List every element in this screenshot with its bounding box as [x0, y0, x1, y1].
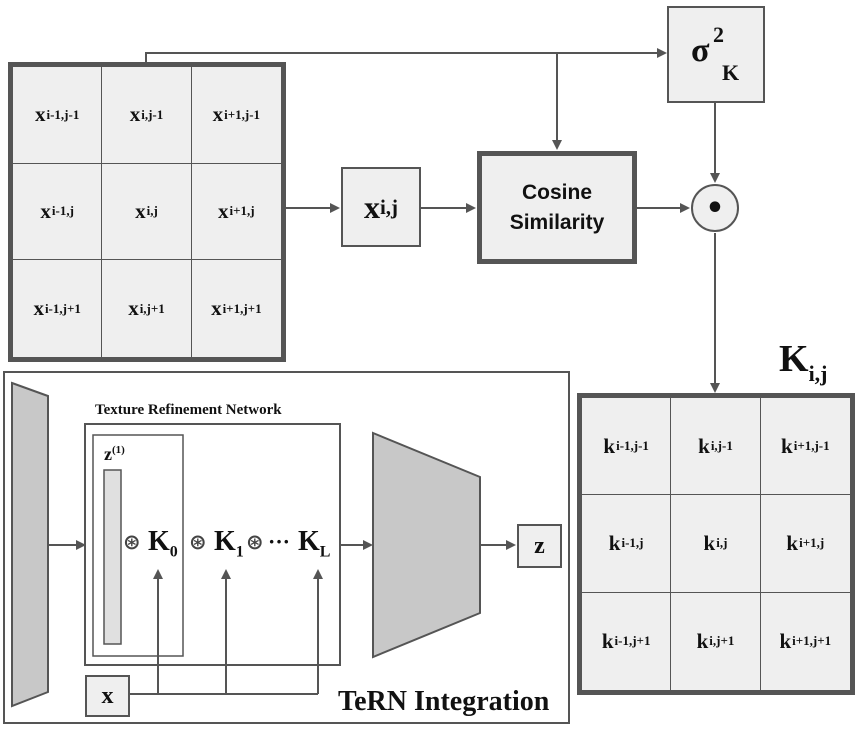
cosine-label-line2: Similarity — [509, 210, 605, 234]
elementwise-product-node — [691, 184, 739, 232]
sigma-subscript: K — [722, 60, 740, 85]
kernel-k0: K0 — [148, 526, 178, 561]
kernel-k1: K1 — [214, 526, 244, 561]
tern-output-z-box: z — [517, 524, 562, 568]
encoder-trapezoid — [11, 381, 49, 708]
conv-operator-1: ⊛ — [123, 530, 141, 554]
z1-feature-bar — [103, 469, 122, 645]
tern-input-x-box: x — [85, 675, 130, 717]
conv-operator-2: ⊛ — [189, 530, 207, 554]
sigma-symbol: σ — [691, 32, 710, 69]
dot-symbol: • — [705, 190, 725, 226]
ellipsis: ··· — [268, 529, 291, 554]
sigma-box: σ 2 K — [667, 6, 765, 103]
conv-operator-3: ⊛ — [246, 530, 264, 554]
decoder-trapezoid — [372, 431, 481, 659]
sigma-superscript: 2 — [713, 22, 724, 47]
z1-label: z(1) — [104, 444, 125, 464]
texture-refinement-box — [84, 423, 341, 666]
cosine-label-line1: Cosine — [521, 180, 592, 204]
z1-box — [92, 434, 184, 657]
arrow-grid-to-sigma — [145, 48, 667, 62]
kernel-title: Ki,j — [779, 338, 828, 386]
texture-refinement-title: Texture Refinement Network — [95, 402, 282, 418]
kernel-kl: KL — [298, 526, 331, 561]
cosine-similarity-box: Cosine Similarity — [477, 151, 637, 264]
tern-integration-title: TeRN Integration — [338, 686, 550, 717]
tern-frame — [3, 371, 570, 724]
